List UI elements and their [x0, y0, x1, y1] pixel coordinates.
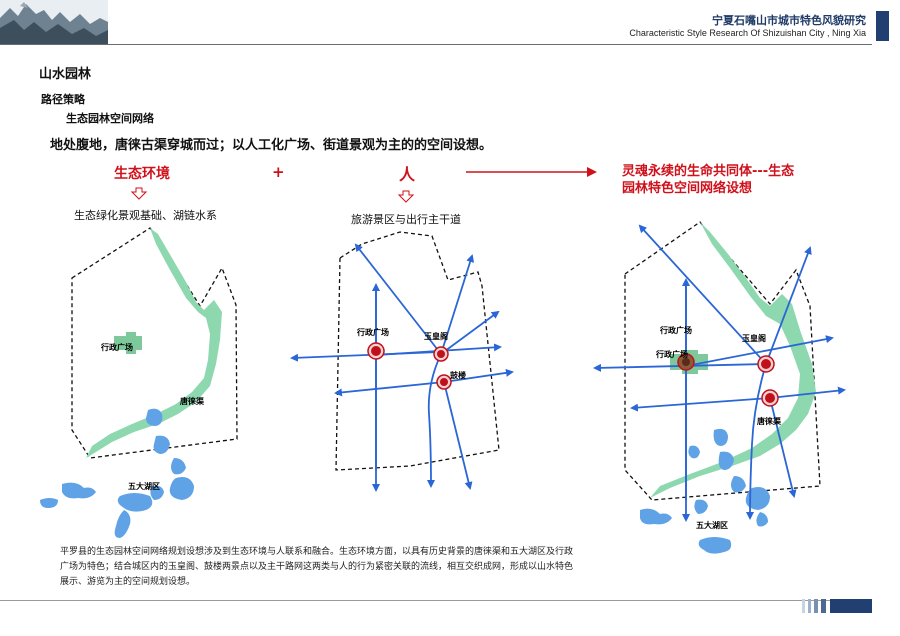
map1-label-canal: 唐徕渠	[180, 396, 205, 406]
formula-term-person: 人	[399, 165, 416, 184]
map-people: 行政广场 玉皇阁 鼓楼	[290, 231, 514, 492]
node-plaza-3	[677, 353, 695, 371]
map-combined: 行政广场 行政广场 玉皇阁 唐徕渠 五大湖区	[593, 221, 846, 554]
formula-result-line1: 灵魂永续的生命共同体---生态	[622, 164, 795, 179]
map1-label-plaza: 行政广场	[100, 342, 133, 352]
footer-stripe-4	[821, 599, 826, 613]
header-accent-bar	[876, 11, 889, 41]
footer-divider	[0, 600, 870, 601]
map2-label-drum: 鼓楼	[450, 370, 466, 380]
map3-label-yuhuang: 玉皇阁	[742, 333, 766, 343]
node-plaza-2	[367, 342, 385, 360]
map1-label-lakes: 五大湖区	[128, 481, 160, 491]
lake-chain-1	[40, 408, 194, 538]
node-yuhuang-3	[757, 355, 775, 373]
map3-label-canal: 唐徕渠	[757, 416, 782, 426]
header-landscape-painting	[0, 0, 108, 44]
formula-plus: +	[272, 163, 285, 181]
footer-block	[830, 599, 872, 613]
map2-label-yuhuang: 玉皇阁	[424, 331, 448, 341]
node-drum-3	[761, 389, 779, 407]
map3-label-lakes: 五大湖区	[696, 520, 728, 530]
caption-eco: 生态绿化景观基础、湖链水系	[74, 209, 217, 222]
footer-stripe-2	[808, 599, 811, 613]
map3-label-plaza-top: 行政广场	[659, 325, 692, 335]
node-drum-2	[436, 374, 452, 390]
formula-result: 灵魂永续的生命共同体---生态 园林特色空间网络设想	[622, 163, 794, 197]
caption-person: 旅游景区与出行主干道	[351, 213, 461, 226]
down-arrow-eco-icon	[130, 187, 148, 200]
city-boundary-1	[71, 227, 238, 459]
map2-label-plaza: 行政广场	[356, 327, 389, 337]
green-corridor-1	[86, 228, 222, 458]
section-title: 山水园林	[39, 67, 92, 82]
formula-result-line2: 园林特色空间网络设想	[622, 181, 753, 196]
down-arrow-person-icon	[397, 190, 415, 203]
plaza-green-1	[114, 332, 142, 354]
footer-stripe-3	[814, 599, 818, 613]
lake-chain-3	[640, 428, 770, 554]
city-boundary-3	[624, 221, 821, 501]
footer-stripe-1	[802, 599, 805, 613]
header-divider	[0, 44, 872, 45]
map3-label-plaza: 行政广场	[655, 349, 688, 359]
headline: 地处腹地，唐徕古渠穿城而过；以人工化广场、街道景观为主的的空间设想。	[50, 138, 493, 153]
body-paragraph: 平罗县的生态园林空间网络规划设想涉及到生态环境与人联系和融合。生态环境方面，以具…	[60, 547, 574, 587]
map-ecology: 行政广场 唐徕渠 五大湖区	[40, 227, 238, 538]
city-boundary-2	[335, 231, 500, 471]
section-subtitle-2: 生态园林空间网络	[66, 112, 154, 125]
header-subtitle: Characteristic Style Research Of Shizuis…	[629, 28, 866, 38]
node-yuhuang-2	[433, 346, 449, 362]
section-subtitle: 路径策略	[41, 93, 85, 106]
road-network-2	[290, 243, 514, 492]
formula-term-eco: 生态环境	[114, 166, 170, 182]
header-title: 宁夏石嘴山市城市特色风貌研究	[712, 14, 866, 27]
